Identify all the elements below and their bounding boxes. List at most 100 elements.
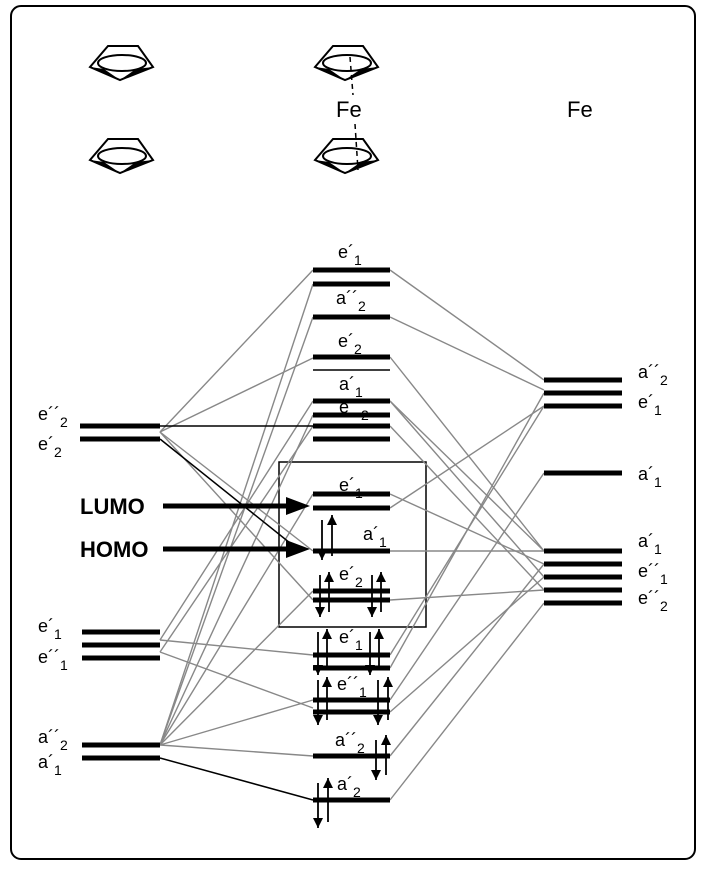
ligand-level-e1: [82, 642, 160, 661]
complex-level-e1: [313, 267, 390, 287]
correlation-line: [159, 431, 314, 552]
spin-down-arrow: [365, 632, 375, 675]
metal-level-label: e´´1: [638, 561, 668, 587]
metal-level-label: e´1: [638, 392, 662, 418]
correlation-line: [159, 744, 314, 757]
complex-level-e1: [313, 652, 390, 671]
correlation-line: [389, 269, 545, 381]
complex-level-label: e´2: [339, 564, 363, 590]
complex-level-a1: [313, 398, 390, 418]
metal-level-label: e´´2: [638, 588, 668, 614]
metal-level-label: a´1: [638, 531, 662, 557]
correlation-line: [159, 590, 314, 746]
spin-up-arrow: [374, 629, 384, 670]
ligand-level-label: e´2: [38, 434, 62, 460]
fe-label-complex: Fe: [336, 97, 362, 122]
correlation-line: [389, 356, 545, 552]
correlation-line: [159, 283, 314, 746]
ligand-level-label: e´´1: [38, 647, 68, 673]
complex-level-label: a´´2: [335, 730, 365, 756]
homo-arrow-head: [286, 540, 310, 558]
correlation-line: [389, 563, 545, 757]
spin-down-arrow: [371, 740, 381, 780]
cp-ring-left-top-icon: [88, 45, 155, 82]
metal-level-e2: [544, 587, 622, 606]
spin-down-arrow: [313, 783, 323, 828]
correlation-line: [159, 316, 314, 746]
complex-level-label: e´1: [339, 475, 363, 501]
lumo-callout: LUMO: [80, 494, 310, 519]
complex-level-e2: [313, 588, 390, 603]
spin-down-arrow: [367, 575, 377, 617]
correlation-line: [389, 405, 545, 509]
fe-cp-bond-bottom: [354, 123, 359, 171]
frontier-orbital-box: [278, 461, 427, 628]
spin-up-arrow: [322, 629, 332, 670]
orbital-labels: e´´2e´2e´1e´´1a´´2a´1e´1a´´2e´2a´1e´´2e´…: [38, 242, 668, 800]
cp-ring-left-bottom-icon: [88, 138, 155, 175]
correlation-line: [159, 414, 314, 746]
spin-up-arrow: [323, 778, 333, 822]
spin-down-arrow: [317, 520, 327, 560]
fe-cp-bond-top: [349, 56, 354, 96]
cp-ring-ferrocene-top-icon: [313, 45, 380, 82]
correlation-line: [159, 425, 314, 653]
ligand-level-label: a´1: [38, 752, 62, 778]
correlation-line: [159, 357, 314, 433]
spin-up-arrow: [376, 572, 386, 612]
spin-up-arrow: [327, 515, 337, 556]
spin-up-arrow: [381, 735, 391, 775]
homo-callout: HOMO: [80, 537, 310, 562]
correlation-line: [389, 392, 545, 669]
correlation-line: [159, 651, 314, 709]
correlation-line: [389, 472, 545, 701]
correlation-lines: [159, 269, 545, 801]
spin-down-arrow: [313, 680, 323, 725]
ligand-level-label: e´1: [38, 616, 62, 642]
correlation-line: [389, 493, 545, 565]
cp-ring-ferrocene-bottom-icon: [313, 138, 380, 175]
correlation-line: [159, 639, 314, 656]
complex-level-label: e´1: [338, 242, 362, 268]
correlation-line: [159, 400, 314, 641]
correlation-line: [159, 493, 314, 746]
correlation-line: [389, 400, 545, 552]
diagram-frame: [10, 5, 696, 860]
fe-label-atom: Fe: [567, 97, 593, 122]
spin-up-arrow: [322, 677, 332, 720]
ligand-level-label: e´´2: [38, 404, 68, 430]
complex-level-label: a´´2: [336, 288, 366, 314]
spin-up-arrow: [324, 572, 334, 612]
spin-down-arrow: [313, 632, 323, 675]
metal-level-e1: [544, 561, 622, 580]
complex-level-e2: [313, 423, 390, 442]
complex-level-e1: [313, 491, 390, 511]
correlation-line-direct: [159, 757, 314, 801]
correlation-line: [389, 576, 545, 713]
correlation-line: [389, 425, 545, 591]
complex-level-label: a´1: [339, 374, 363, 400]
spin-down-arrow: [373, 680, 383, 725]
metal-level-label: a´´2: [638, 362, 668, 388]
metal-level-label: a´1: [638, 464, 662, 490]
complex-level-label: e´2: [338, 331, 362, 357]
correlation-line: [159, 269, 314, 433]
correlation-line: [389, 400, 545, 578]
complex-level-label: e´´1: [337, 674, 367, 700]
complex-level-label: a´1: [363, 524, 387, 550]
correlation-line: [389, 602, 545, 801]
correlation-line: [389, 316, 545, 391]
correlation-line-direct: [159, 438, 301, 552]
spin-down-arrow: [315, 575, 325, 617]
complex-level-label: e´1: [339, 627, 363, 653]
spin-up-arrow: [383, 677, 393, 720]
correlation-line: [389, 589, 545, 601]
ligand-level-label: a´´2: [38, 727, 68, 753]
complex-level-label: e´´2: [339, 397, 369, 423]
lumo-label: LUMO: [80, 494, 145, 519]
correlation-line: [159, 699, 314, 746]
electron-arrows: [313, 515, 393, 828]
lumo-arrow-head: [286, 497, 310, 515]
